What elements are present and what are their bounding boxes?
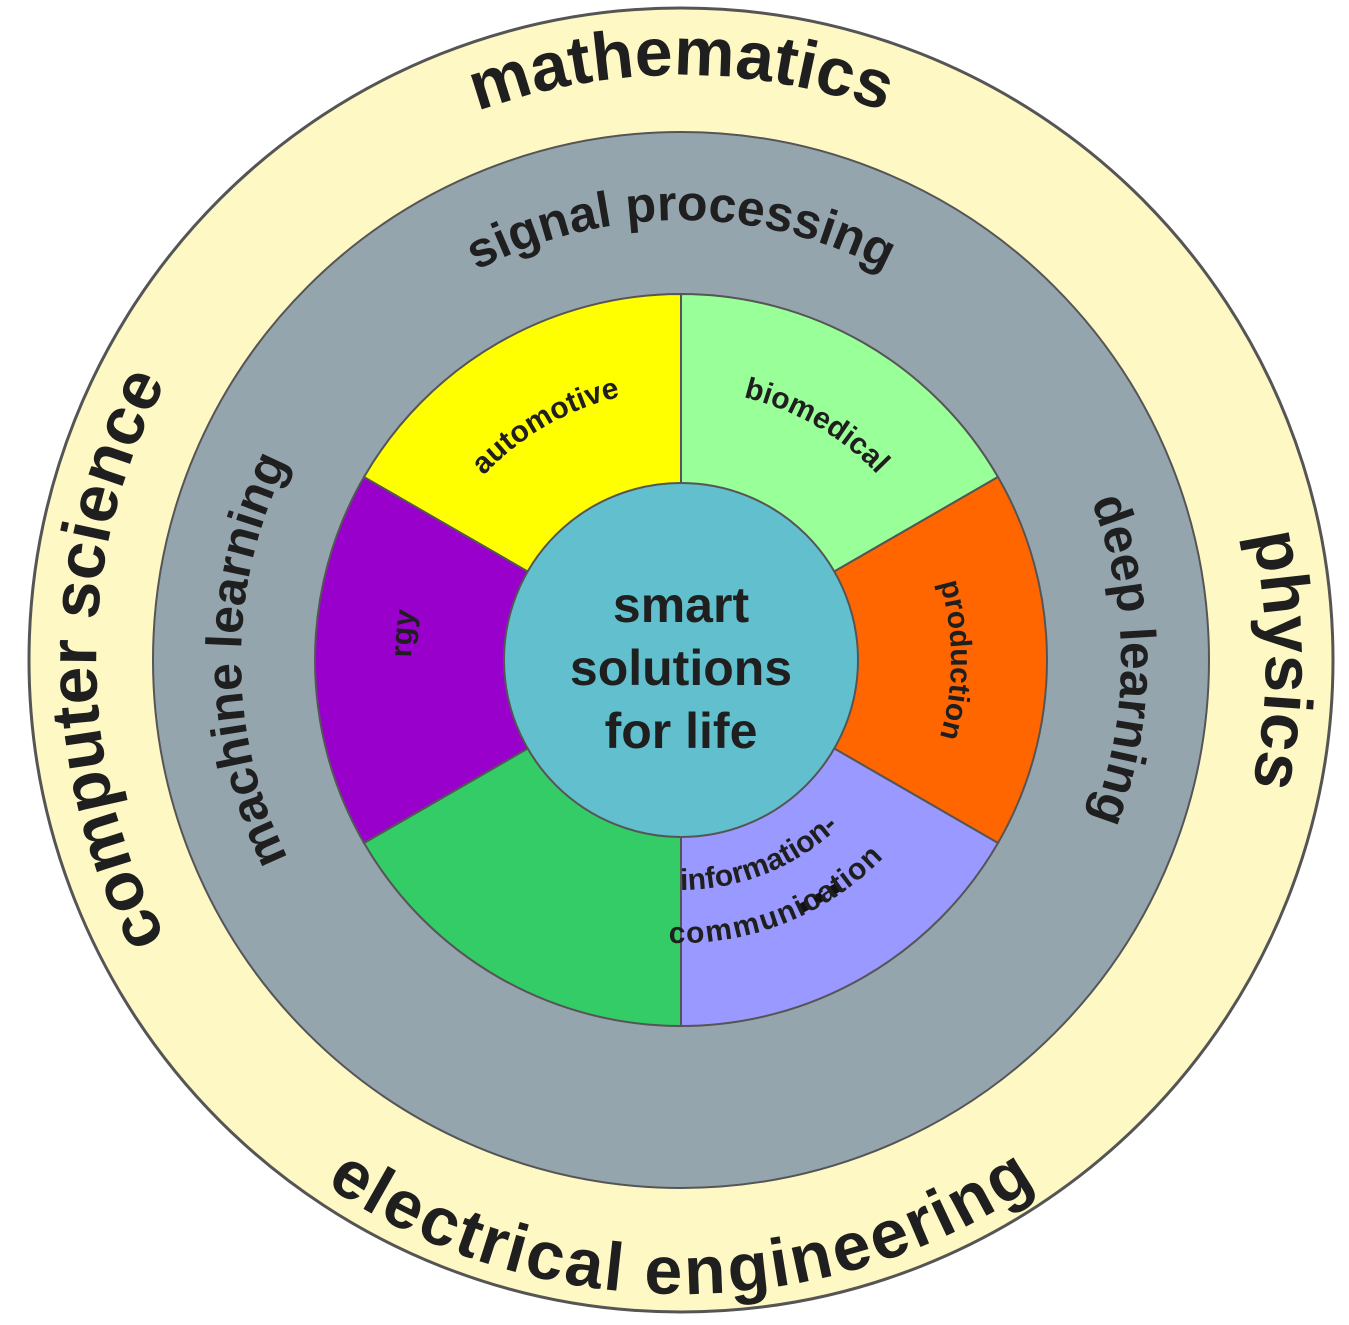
center-line-1: smart	[613, 577, 750, 633]
center-line-3: for life	[605, 703, 758, 759]
sector-energy	[314, 475, 683, 845]
center-line-2: solutions	[570, 640, 792, 696]
center-circle	[503, 482, 859, 838]
sector-production	[679, 475, 1048, 845]
